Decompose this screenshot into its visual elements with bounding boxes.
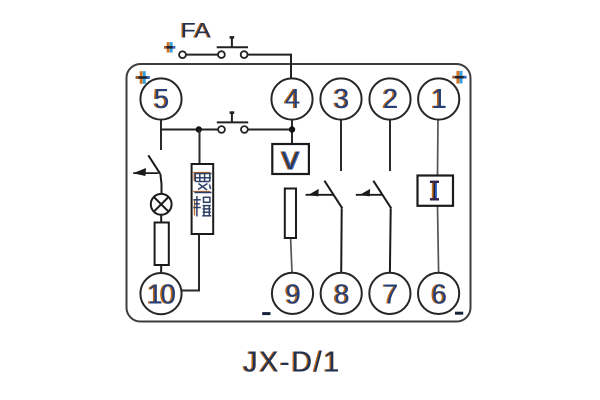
svg-text:2: 2 bbox=[383, 83, 398, 114]
svg-text:FA: FA bbox=[180, 20, 210, 43]
svg-text:V: V bbox=[280, 146, 298, 176]
svg-text:V: V bbox=[283, 146, 301, 176]
svg-text:7: 7 bbox=[383, 278, 398, 309]
svg-text:5: 5 bbox=[152, 83, 167, 114]
svg-text:1: 1 bbox=[432, 83, 447, 114]
svg-text:8: 8 bbox=[334, 278, 349, 309]
svg-text:V: V bbox=[282, 146, 300, 176]
svg-text:4: 4 bbox=[285, 83, 300, 114]
svg-text:1: 1 bbox=[430, 83, 445, 114]
svg-text:FA: FA bbox=[181, 20, 211, 43]
svg-text:9: 9 bbox=[284, 278, 299, 309]
svg-text:JX-D/1: JX-D/1 bbox=[242, 347, 340, 379]
svg-text:9: 9 bbox=[286, 278, 301, 309]
svg-text:10: 10 bbox=[148, 278, 177, 309]
svg-text:8: 8 bbox=[333, 278, 348, 309]
svg-text:4: 4 bbox=[283, 83, 298, 114]
svg-text:3: 3 bbox=[334, 83, 349, 114]
svg-text:JX-D/1: JX-D/1 bbox=[243, 347, 341, 379]
svg-text:5: 5 bbox=[154, 83, 169, 114]
svg-text:3: 3 bbox=[332, 83, 347, 114]
svg-text:2: 2 bbox=[381, 83, 396, 114]
svg-text:10: 10 bbox=[146, 278, 175, 309]
svg-text:7: 7 bbox=[381, 278, 396, 309]
svg-text:6: 6 bbox=[432, 278, 447, 309]
svg-text:6: 6 bbox=[430, 278, 445, 309]
